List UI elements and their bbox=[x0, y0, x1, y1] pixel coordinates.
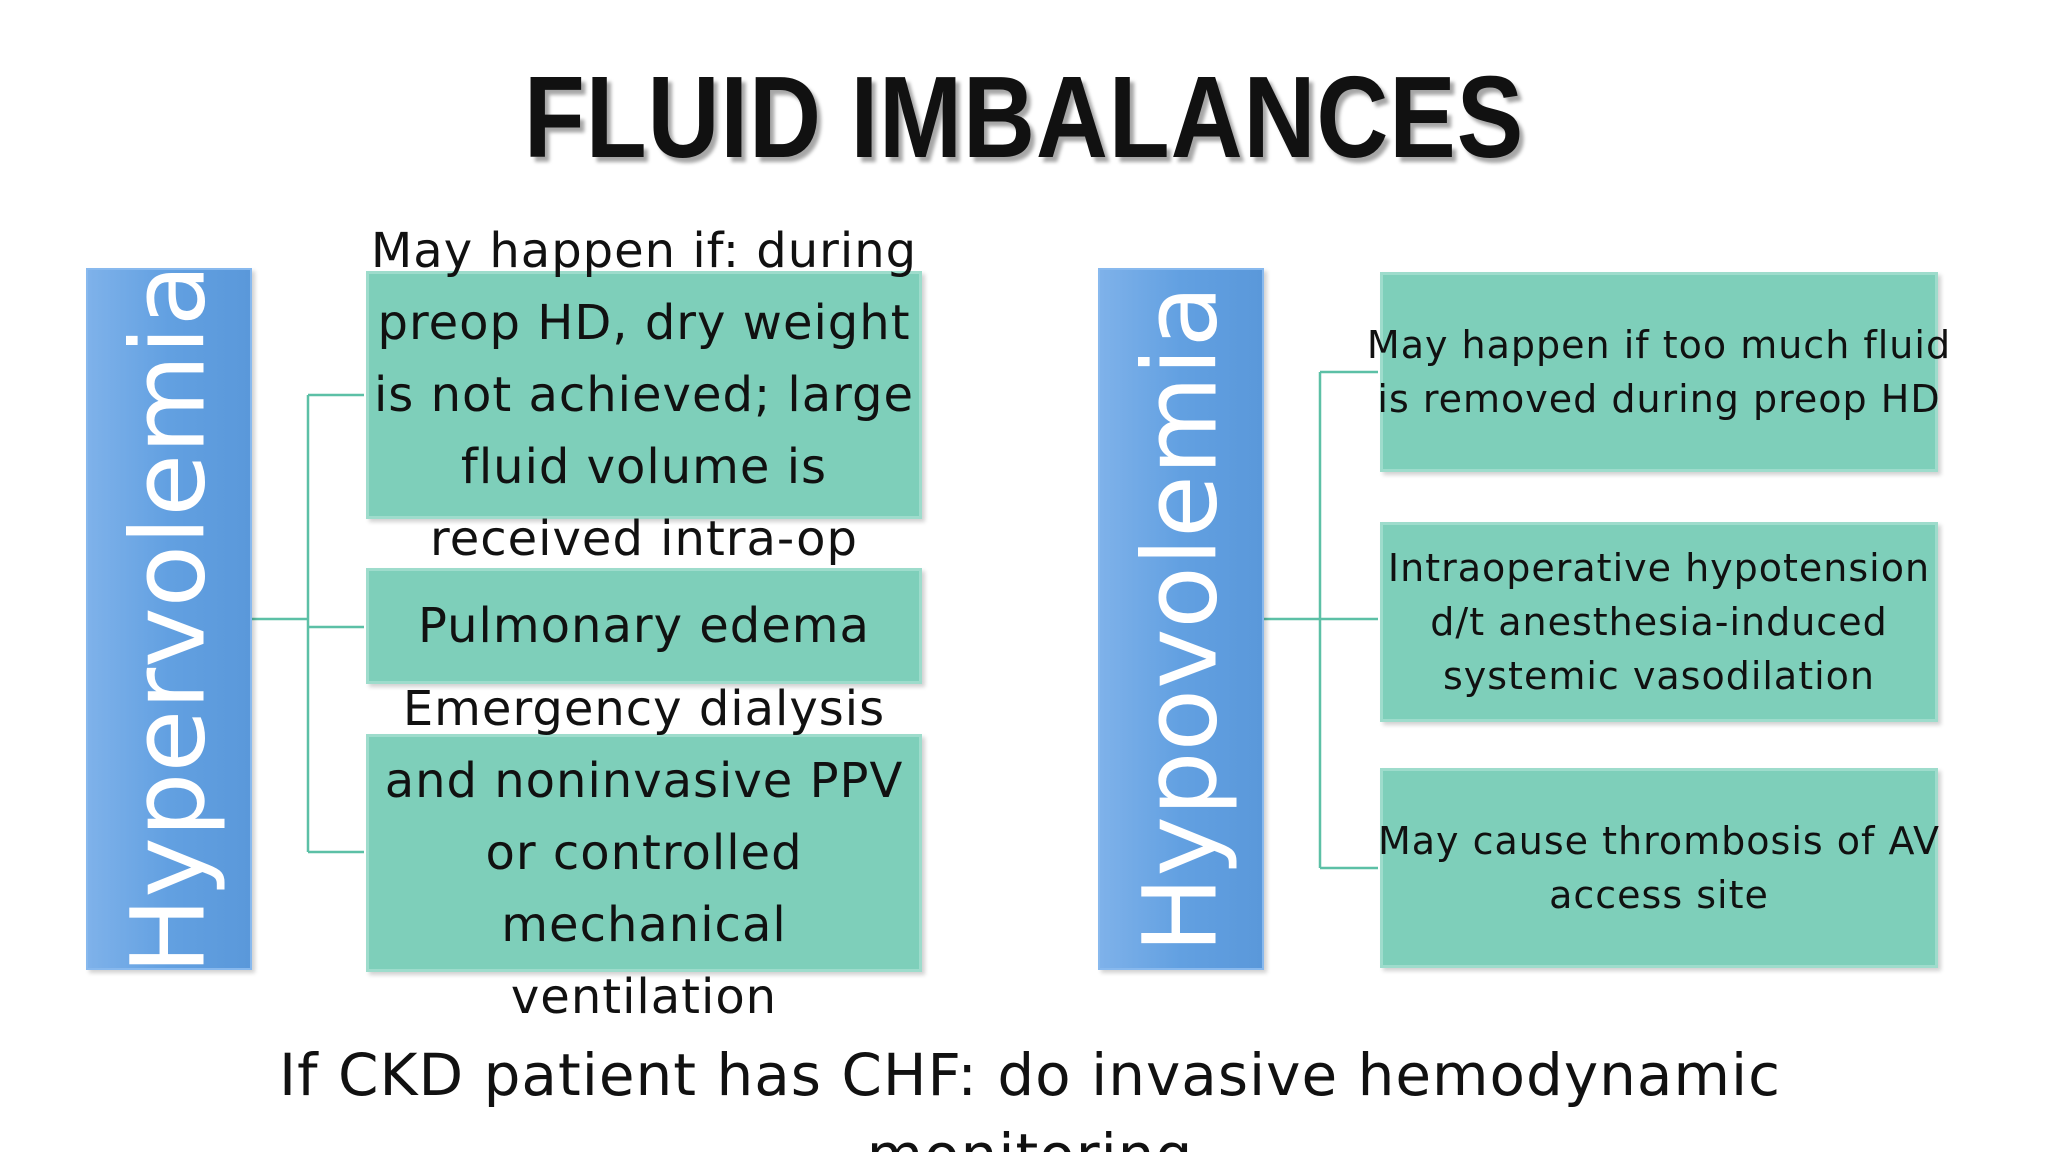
hypervolemia-category: Hypervolemia bbox=[86, 264, 252, 974]
hypovolemia-box-2: Intraoperative hypotension d/t anesthesi… bbox=[1380, 522, 1938, 722]
slide-title: FLUID IMBALANCES bbox=[523, 52, 1525, 182]
footer-note: If CKD patient has CHF: do invasive hemo… bbox=[279, 1041, 1781, 1152]
hypovolemia-label: Hypovolemia bbox=[1121, 284, 1241, 954]
hypervolemia-box-2-text: Pulmonary edema bbox=[418, 598, 870, 654]
hypervolemia-label: Hypervolemia bbox=[109, 263, 229, 975]
hypovolemia-box-3: May cause thrombosis of AV access site bbox=[1378, 768, 1939, 968]
hypovolemia-box-2-text: Intraoperative hypotension d/t anesthesi… bbox=[1387, 546, 1931, 698]
hypervolemia-box-3-text: Emergency dialysis and noninvasive PPV o… bbox=[384, 681, 904, 1025]
hypervolemia-box-1-text: May happen if: during preop HD, dry weig… bbox=[370, 223, 918, 567]
hypovolemia-box-3-text: May cause thrombosis of AV access site bbox=[1377, 819, 1941, 917]
hypervolemia-box-3: Emergency dialysis and noninvasive PPV o… bbox=[366, 681, 922, 1025]
hypovolemia-box-1: May happen if too much fluid is removed … bbox=[1367, 272, 1950, 472]
hypervolemia-box-2: Pulmonary edema bbox=[366, 568, 922, 684]
hypervolemia-box-1: May happen if: during preop HD, dry weig… bbox=[366, 223, 922, 567]
hypovolemia-category: Hypovolemia bbox=[1098, 268, 1264, 970]
hypovolemia-box-1-text: May happen if too much fluid is removed … bbox=[1366, 323, 1952, 421]
